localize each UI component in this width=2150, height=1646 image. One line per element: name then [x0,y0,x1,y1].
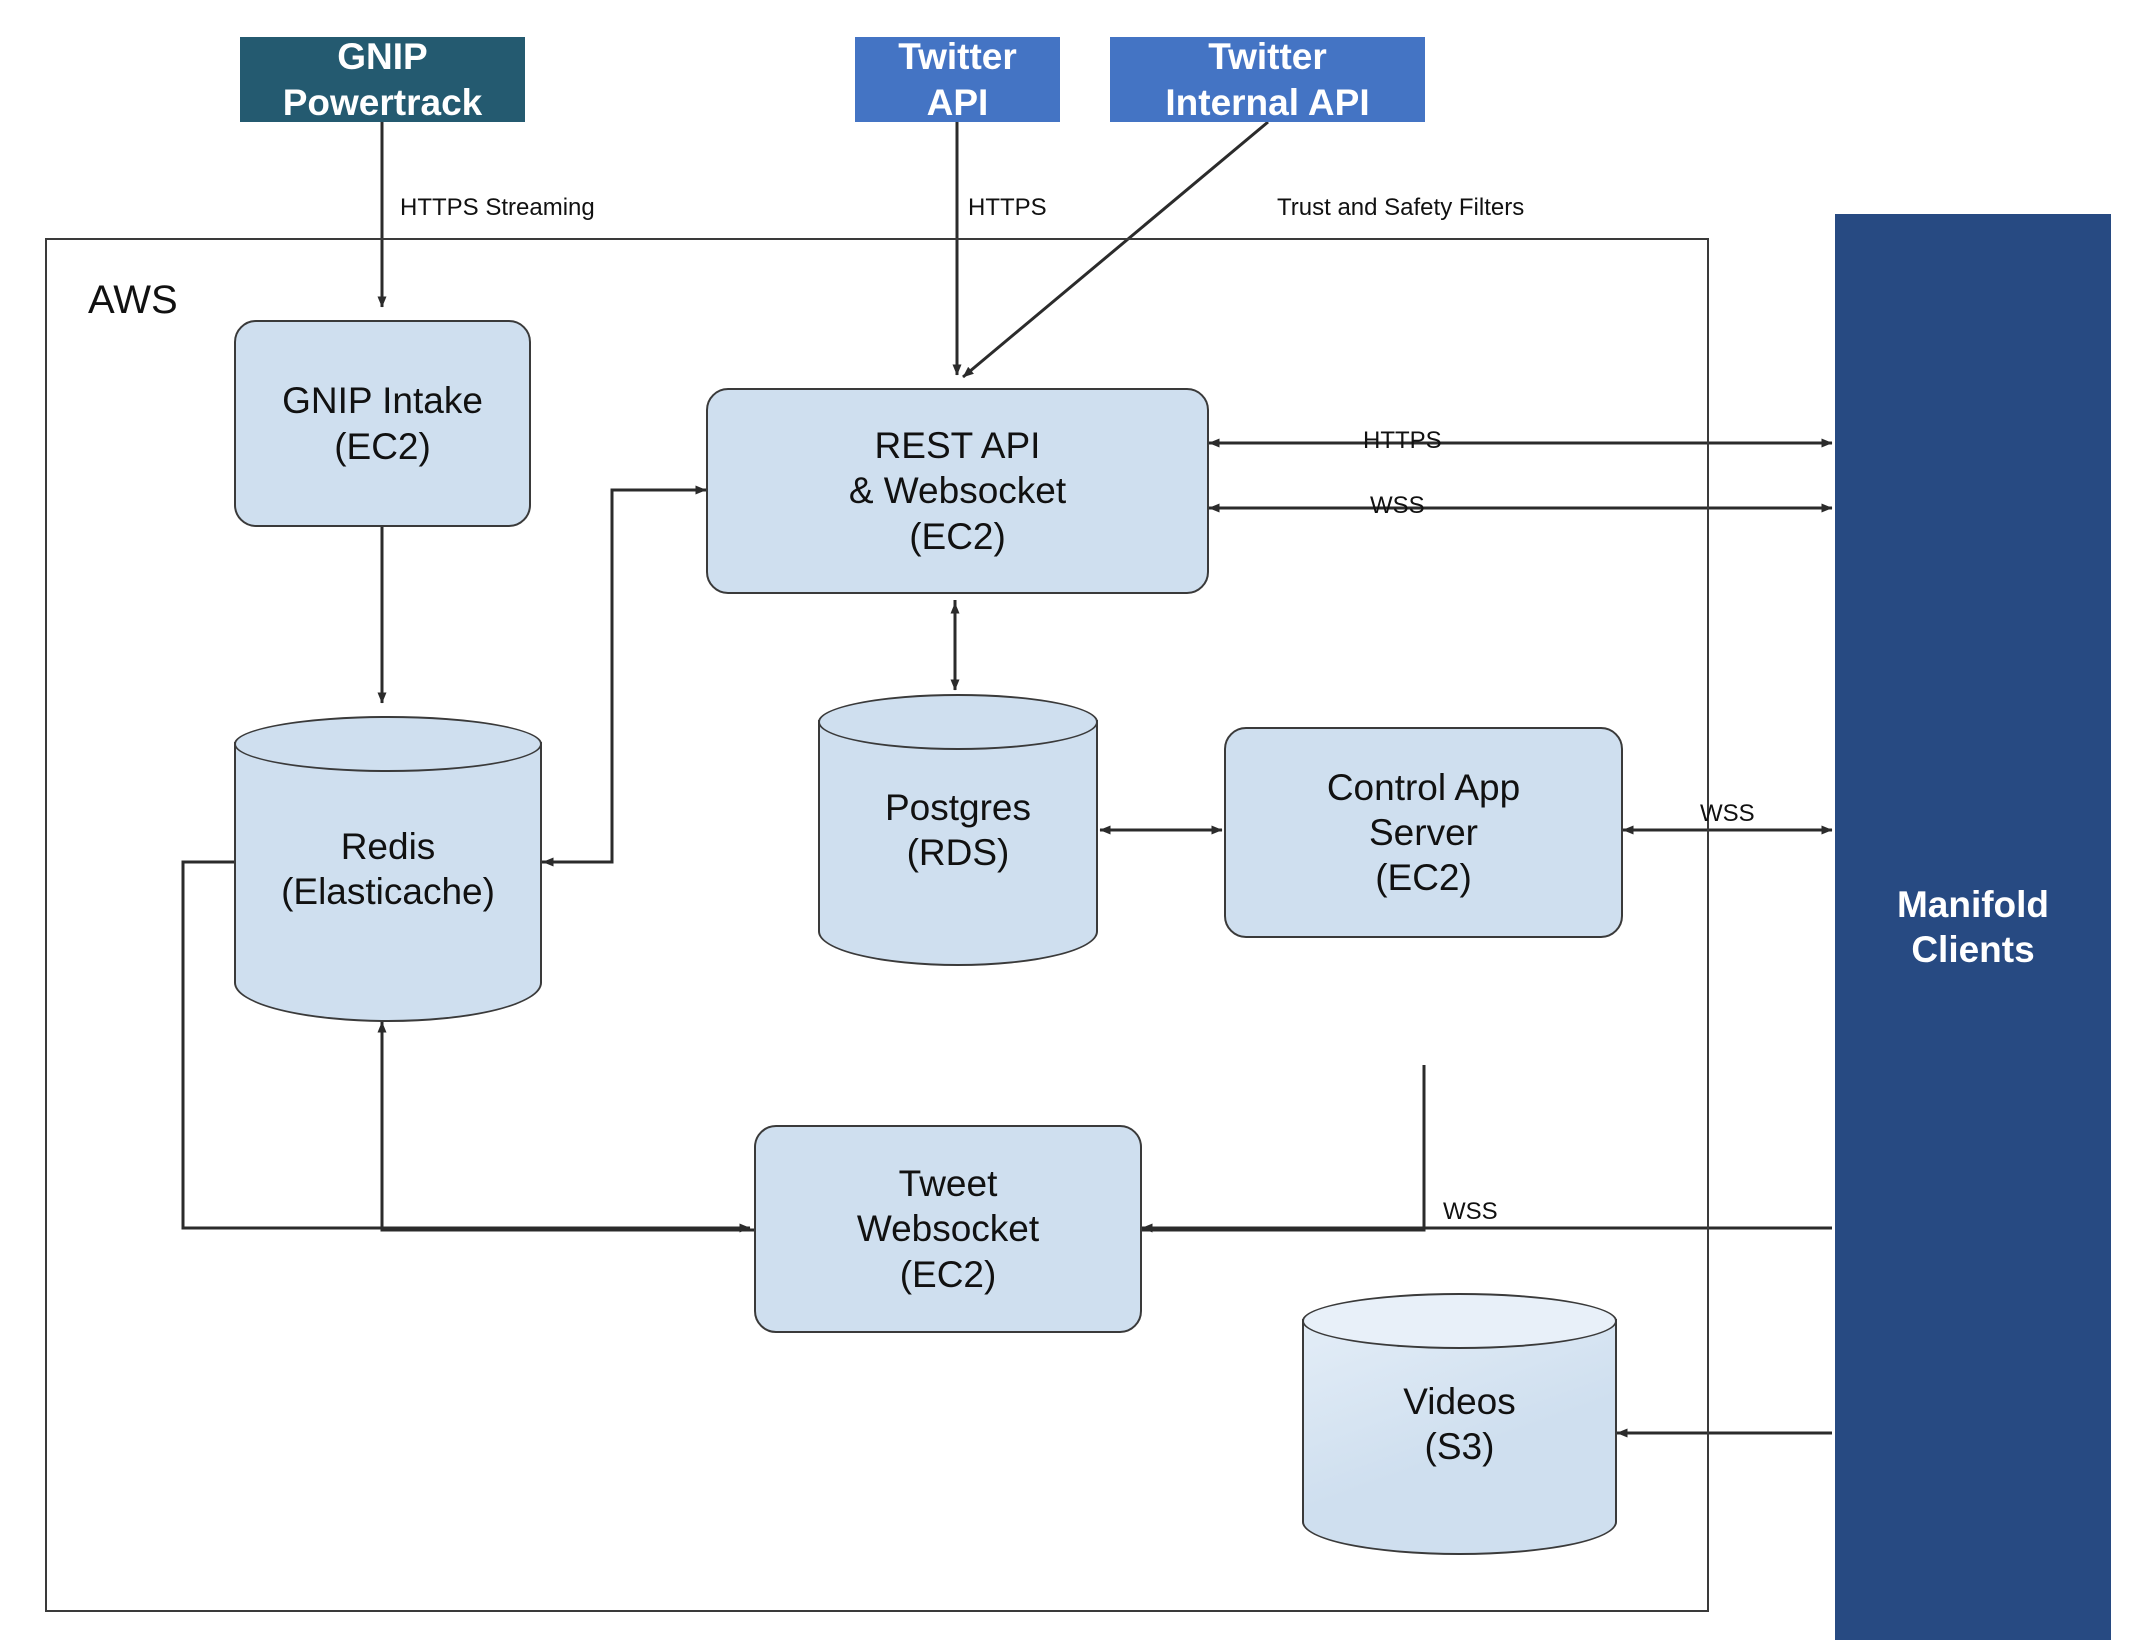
postgres-cylinder-body [818,720,1098,966]
aws-boundary-box [45,238,1709,1612]
node-videos-line1: Videos [1403,1380,1516,1422]
postgres-cylinder-top [818,694,1098,750]
edge-label-wss-clients: WSS [1370,492,1425,519]
node-redis-line1: Redis [340,825,436,867]
node-postgres-line2: (RDS) [906,832,1010,873]
node-control-app-server-line3: (EC2) [1375,857,1472,899]
node-redis[interactable]: Redis (Elasticache) [234,716,542,1022]
node-gnip-intake-line1: GNIP Intake [282,380,483,422]
node-twitter-api-line1: Twitter [898,36,1017,78]
node-rest-api-line1: REST API [874,425,1041,467]
node-control-app-server[interactable]: Control App Server (EC2) [1224,727,1623,938]
node-redis-line2: (Elasticache) [281,871,495,912]
node-rest-api-line3: (EC2) [909,515,1006,557]
edge-internalapi-to-rest [962,120,1269,379]
edge-label-wss-control: WSS [1700,800,1755,827]
edge-label-trust-and-safety: Trust and Safety Filters [1277,194,1525,221]
node-twitter-internal-api-line2: Internal API [1165,81,1370,123]
node-control-app-server-line1: Control App [1326,766,1521,808]
node-gnip-powertrack[interactable]: GNIP Powertrack [240,36,525,123]
edge-rest-to-redis [542,488,706,867]
node-manifold-clients[interactable]: Manifold Clients [1835,214,2111,1640]
edge-label-https-streaming: HTTPS Streaming [400,194,595,221]
node-tweet-websocket-line2: Websocket [856,1208,1040,1250]
redis-cylinder-body [234,742,542,1022]
node-videos-line2: (S3) [1424,1426,1495,1467]
node-twitter-api-line2: API [926,81,989,123]
node-tweet-websocket[interactable]: Tweet Websocket (EC2) [754,1125,1142,1333]
node-twitter-api[interactable]: Twitter API [855,36,1060,123]
node-twitter-internal-api-line1: Twitter [1208,36,1327,78]
node-gnip-intake[interactable]: GNIP Intake (EC2) [234,320,531,527]
videos-cylinder-body [1302,1319,1617,1555]
edge-label-wss-tweet: WSS [1443,1198,1498,1225]
node-control-app-server-line2: Server [1369,811,1478,853]
node-tweet-websocket-line3: (EC2) [899,1253,997,1295]
redis-cylinder-top [234,716,542,772]
node-videos[interactable]: Videos (S3) [1302,1293,1617,1555]
node-gnip-intake-line2: (EC2) [334,425,431,467]
node-gnip-powertrack-line1: GNIP [337,36,428,78]
node-manifold-clients-line1: Manifold [1896,883,2050,925]
edge-label-https-clients: HTTPS [1363,427,1442,454]
node-gnip-powertrack-line2: Powertrack [282,81,483,123]
node-rest-api[interactable]: REST API & Websocket (EC2) [706,388,1209,594]
node-twitter-internal-api[interactable]: Twitter Internal API [1110,36,1425,123]
videos-cylinder-top [1302,1293,1617,1349]
edge-redis-to-tweetws [181,860,751,1233]
node-postgres-line1: Postgres [884,786,1031,828]
node-tweet-websocket-line1: Tweet [898,1163,998,1205]
node-postgres[interactable]: Postgres (RDS) [818,694,1098,966]
node-rest-api-line2: & Websocket [848,470,1067,512]
aws-label: AWS [88,278,178,322]
edge-label-https-top: HTTPS [968,194,1047,221]
node-manifold-clients-line2: Clients [1911,929,2035,970]
